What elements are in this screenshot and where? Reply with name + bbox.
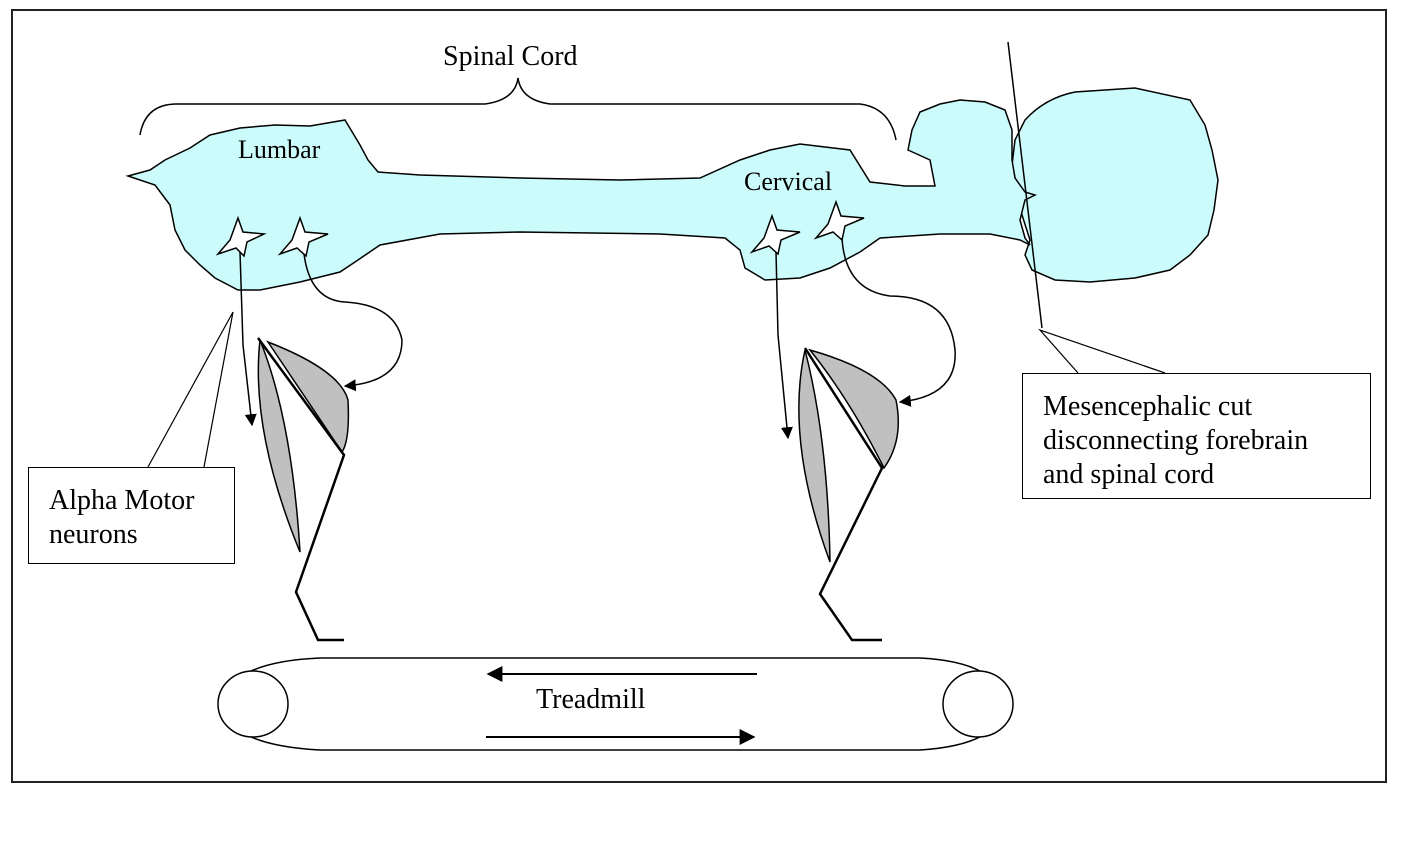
forebrain xyxy=(1011,87,1219,283)
front-extensor-muscle xyxy=(807,348,899,470)
cervical-neuron-1 xyxy=(749,213,801,256)
mesencephalic-pointer xyxy=(1038,328,1166,374)
mesencephalic-line-3: and spinal cord xyxy=(1043,459,1215,490)
front-axon-curved xyxy=(841,237,956,407)
rear-axon-curved xyxy=(303,253,403,392)
treadmill-label: Treadmill xyxy=(536,684,646,715)
spinal-cord xyxy=(125,99,1038,291)
alpha-motor-line-1: Alpha Motor xyxy=(49,485,195,516)
treadmill-roller-left xyxy=(217,670,289,738)
rear-extensor-muscle xyxy=(266,340,350,454)
mesencephalic-line-1: Mesencephalic cut xyxy=(1043,391,1253,422)
lumbar-neuron-2 xyxy=(277,215,329,258)
spinal-cord-brace xyxy=(139,77,897,141)
rear-flexor-muscle xyxy=(257,339,301,553)
alpha-motor-pointer xyxy=(147,311,234,468)
mesencephalic-callout: Mesencephalic cut disconnecting forebrai… xyxy=(1022,373,1371,499)
mesencephalic-line-2: disconnecting forebrain xyxy=(1043,425,1309,456)
rear-axon-straight xyxy=(239,251,257,427)
diagram-frame xyxy=(11,9,1387,783)
alpha-motor-line-2: neurons xyxy=(49,519,138,550)
treadmill-roller-right xyxy=(942,670,1014,738)
front-leg xyxy=(803,347,884,642)
spinal-cord-label: Spinal Cord xyxy=(443,41,578,72)
mesencephalic-cut-line xyxy=(1007,41,1043,329)
front-axon-straight xyxy=(775,251,793,440)
lumbar-label: Lumbar xyxy=(238,135,321,164)
cervical-label: Cervical xyxy=(744,167,832,196)
lumbar-neuron-1 xyxy=(215,215,267,258)
rear-leg xyxy=(256,337,346,642)
front-flexor-muscle xyxy=(798,349,831,563)
alpha-motor-callout: Alpha Motor neurons xyxy=(28,467,235,564)
